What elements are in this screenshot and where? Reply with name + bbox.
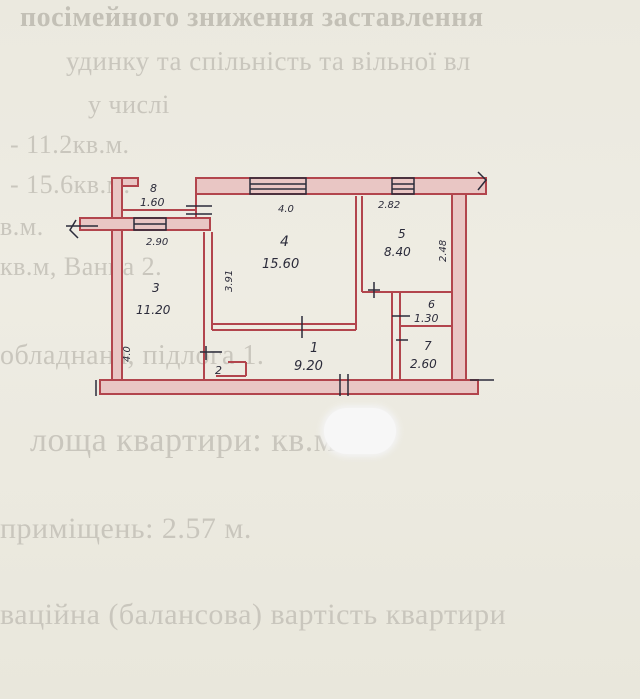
- inner-walls: [122, 186, 452, 380]
- room-7-number: 7: [424, 339, 432, 353]
- background-text-line: ваційна (балансова) вартість квартири: [0, 598, 507, 631]
- room-8-number: 8: [150, 182, 157, 195]
- room-1-number: 1: [310, 341, 318, 356]
- room-4-area: 15.60: [262, 257, 299, 272]
- dimension-labels: 4.0 2.82 2.90 3.91 2.48 4.0: [122, 200, 449, 362]
- room-3-number: 3: [152, 281, 160, 295]
- background-text-line: - 11.2кв.м.: [10, 130, 130, 159]
- background-text-line: кв.м, Ванна 2.: [0, 252, 163, 281]
- windows: [133, 177, 415, 231]
- dimension-room-5-width: 2.82: [378, 200, 400, 211]
- dimension-room-3-width: 2.90: [146, 237, 168, 248]
- room-3-area: 11.20: [136, 303, 171, 317]
- room-1-area: 9.20: [294, 359, 323, 374]
- dimension-room-4-depth: 3.91: [224, 270, 235, 292]
- dimension-room-5-depth: 2.48: [438, 240, 449, 262]
- dimension-room-3-depth: 4.0: [122, 346, 133, 362]
- room-5-number: 5: [398, 227, 406, 241]
- background-text-line: обладнана, підлога 1.: [0, 340, 265, 371]
- background-text-line: лоща квартири: кв.м.: [30, 422, 345, 459]
- background-text-line: у числі: [88, 90, 170, 119]
- redaction-blur: [324, 408, 396, 454]
- room-6-area: 1.30: [414, 312, 439, 325]
- room-labels: 8 1.60 4 15.60 5 8.40 3 11.20 6 1.30 7 2…: [136, 182, 439, 377]
- background-text-line: - 15.6кв.м.: [10, 170, 131, 199]
- dimension-room-4-width: 4.0: [278, 204, 294, 215]
- room-5-area: 8.40: [384, 245, 411, 259]
- room-6-number: 6: [428, 298, 435, 311]
- room-7-area: 2.60: [410, 357, 437, 371]
- background-text-line: приміщень: 2.57 м.: [0, 512, 252, 545]
- background-text-line: в.м.: [0, 212, 44, 241]
- background-text-line: удинку та спільність та вільної вл: [66, 46, 471, 76]
- room-4-number: 4: [280, 234, 289, 250]
- background-text-line: посімейного зниження заставлення: [20, 2, 484, 33]
- door-markers: [66, 171, 494, 396]
- room-8-area: 1.60: [140, 196, 165, 209]
- room-2-number: 2: [215, 364, 222, 377]
